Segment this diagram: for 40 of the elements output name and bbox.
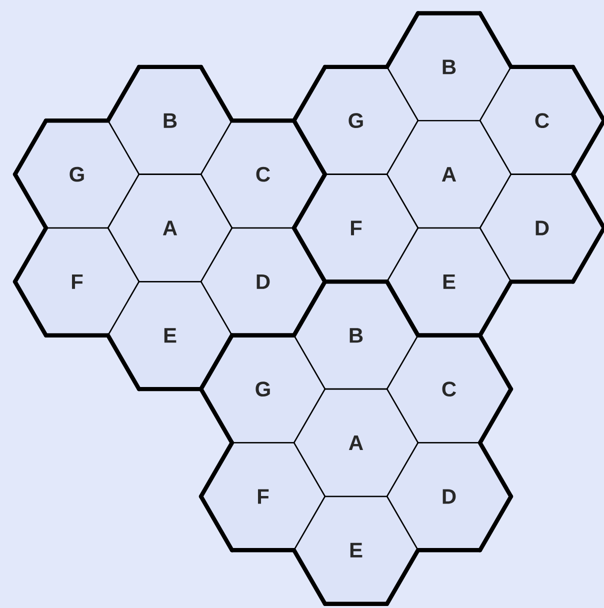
- hexagon-cell: E: [292, 496, 420, 606]
- node-label: B: [164, 113, 177, 128]
- node-label: B: [350, 328, 363, 343]
- hexagon-cell: D: [386, 440, 514, 552]
- node-label: D: [536, 220, 549, 236]
- node-label: G: [70, 166, 84, 182]
- hexagon-cell: F: [198, 440, 326, 552]
- hexagon-cell: C: [479, 64, 604, 176]
- hexagon-cell: G: [198, 333, 326, 445]
- node-label: C: [256, 166, 270, 182]
- hexagon-cell: D: [479, 172, 604, 284]
- hexagon-cell: G: [12, 118, 140, 230]
- node-label: D: [256, 274, 270, 289]
- hexagon-cell: C: [386, 333, 514, 445]
- hexagon-cell: E: [106, 281, 234, 392]
- hexagon-cell: D: [200, 226, 328, 338]
- node-label: A: [442, 167, 456, 182]
- hexagon-cell: B: [384, 11, 514, 122]
- node-label: E: [164, 328, 176, 343]
- hexagon-cell: A: [107, 174, 233, 282]
- node-label: C: [442, 382, 456, 397]
- hexagon-cell: F: [292, 172, 419, 284]
- hexagon-cell: A: [386, 120, 512, 229]
- node-label: F: [72, 274, 83, 289]
- hexagon-cell: G: [292, 64, 419, 176]
- node-label: C: [535, 113, 549, 128]
- node-label: D: [442, 489, 456, 504]
- hexagon-cell: E: [384, 227, 514, 338]
- node-label: E: [443, 274, 456, 289]
- hexagon-cell: F: [12, 226, 140, 338]
- hexagon-cell: C: [200, 118, 328, 230]
- hexagon-cell: B: [292, 280, 420, 390]
- node-label: A: [348, 436, 364, 450]
- hexagon-cell: A: [293, 388, 419, 498]
- node-label: G: [348, 113, 363, 128]
- hexagon-cell: B: [106, 64, 234, 175]
- node-label: A: [162, 220, 178, 236]
- node-label: G: [256, 382, 270, 397]
- node-label: F: [350, 220, 362, 236]
- node-label: F: [258, 489, 269, 504]
